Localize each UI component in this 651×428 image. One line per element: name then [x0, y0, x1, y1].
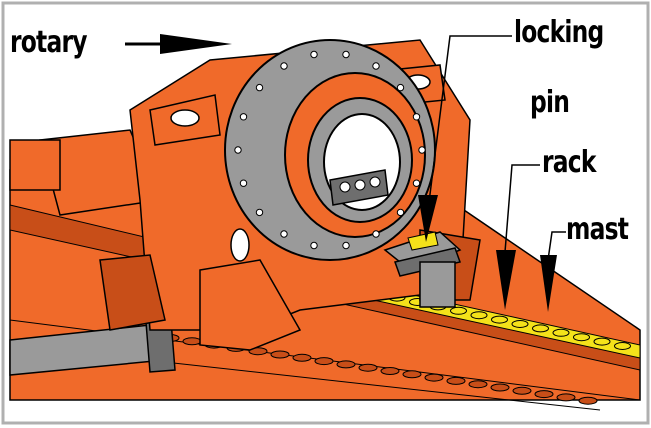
- bolt-hole: [372, 230, 380, 238]
- bolt-hole: [412, 113, 421, 121]
- bolt-hole: [412, 179, 421, 187]
- lower-rack-tooth: [512, 386, 532, 395]
- bolt-hole: [342, 241, 350, 250]
- lower-rack-tooth: [380, 367, 400, 375]
- lower-rack-tooth: [358, 363, 378, 372]
- lower-rack-tooth: [182, 337, 202, 346]
- rack-tooth: [532, 324, 549, 333]
- rotary-face-plate: [224, 39, 436, 261]
- label-pin: pin: [530, 85, 570, 120]
- lower-rack-tooth: [336, 360, 356, 369]
- rack-tooth: [491, 315, 508, 324]
- bolt-hole: [342, 50, 350, 59]
- bolt-hole: [372, 62, 380, 70]
- bolt-hole: [280, 62, 288, 70]
- locking-pin-assembly: [383, 231, 462, 308]
- bolt-hole: [310, 241, 318, 250]
- bolt-hole: [239, 113, 248, 121]
- rack-tooth: [470, 311, 488, 320]
- label-mast: mast: [566, 212, 629, 247]
- lower-rack-tooth: [424, 373, 444, 382]
- label-rotary: rotary: [10, 25, 87, 60]
- rack-tooth: [450, 306, 467, 315]
- lower-rack-tooth: [292, 353, 312, 362]
- lower-rack-tooth: [556, 393, 576, 402]
- label-rack: rack: [542, 145, 596, 180]
- bolt-hole: [239, 179, 248, 187]
- lower-rack-tooth: [490, 383, 510, 392]
- lower-rack-tooth: [534, 390, 554, 399]
- lower-rack-tooth: [314, 357, 334, 366]
- bolt-hole: [255, 83, 264, 92]
- callout-arrows: [125, 34, 566, 312]
- label-locking: locking: [514, 15, 604, 50]
- lower-rack-tooth: [402, 370, 422, 379]
- rack-tooth: [552, 328, 570, 337]
- lower-rack-tooth: [446, 376, 466, 385]
- bolt-hole: [396, 83, 405, 92]
- lower-rack-tooth: [270, 350, 290, 359]
- lower-rack-tooth: [578, 396, 598, 405]
- bolt-hole: [255, 208, 264, 217]
- bolt-hole: [280, 230, 288, 238]
- rack-tooth: [511, 320, 529, 328]
- bolt-hole: [234, 146, 242, 154]
- lower-rack-tooth: [468, 380, 488, 389]
- rack-tooth: [614, 342, 631, 350]
- bolt-holes: [234, 50, 426, 250]
- lower-rack-tooth: [248, 347, 268, 356]
- bolt-hole: [396, 208, 405, 217]
- bolt-hole: [310, 50, 318, 59]
- rack-tooth: [573, 333, 590, 342]
- rack-tooth: [593, 337, 611, 346]
- bolt-hole: [418, 146, 426, 154]
